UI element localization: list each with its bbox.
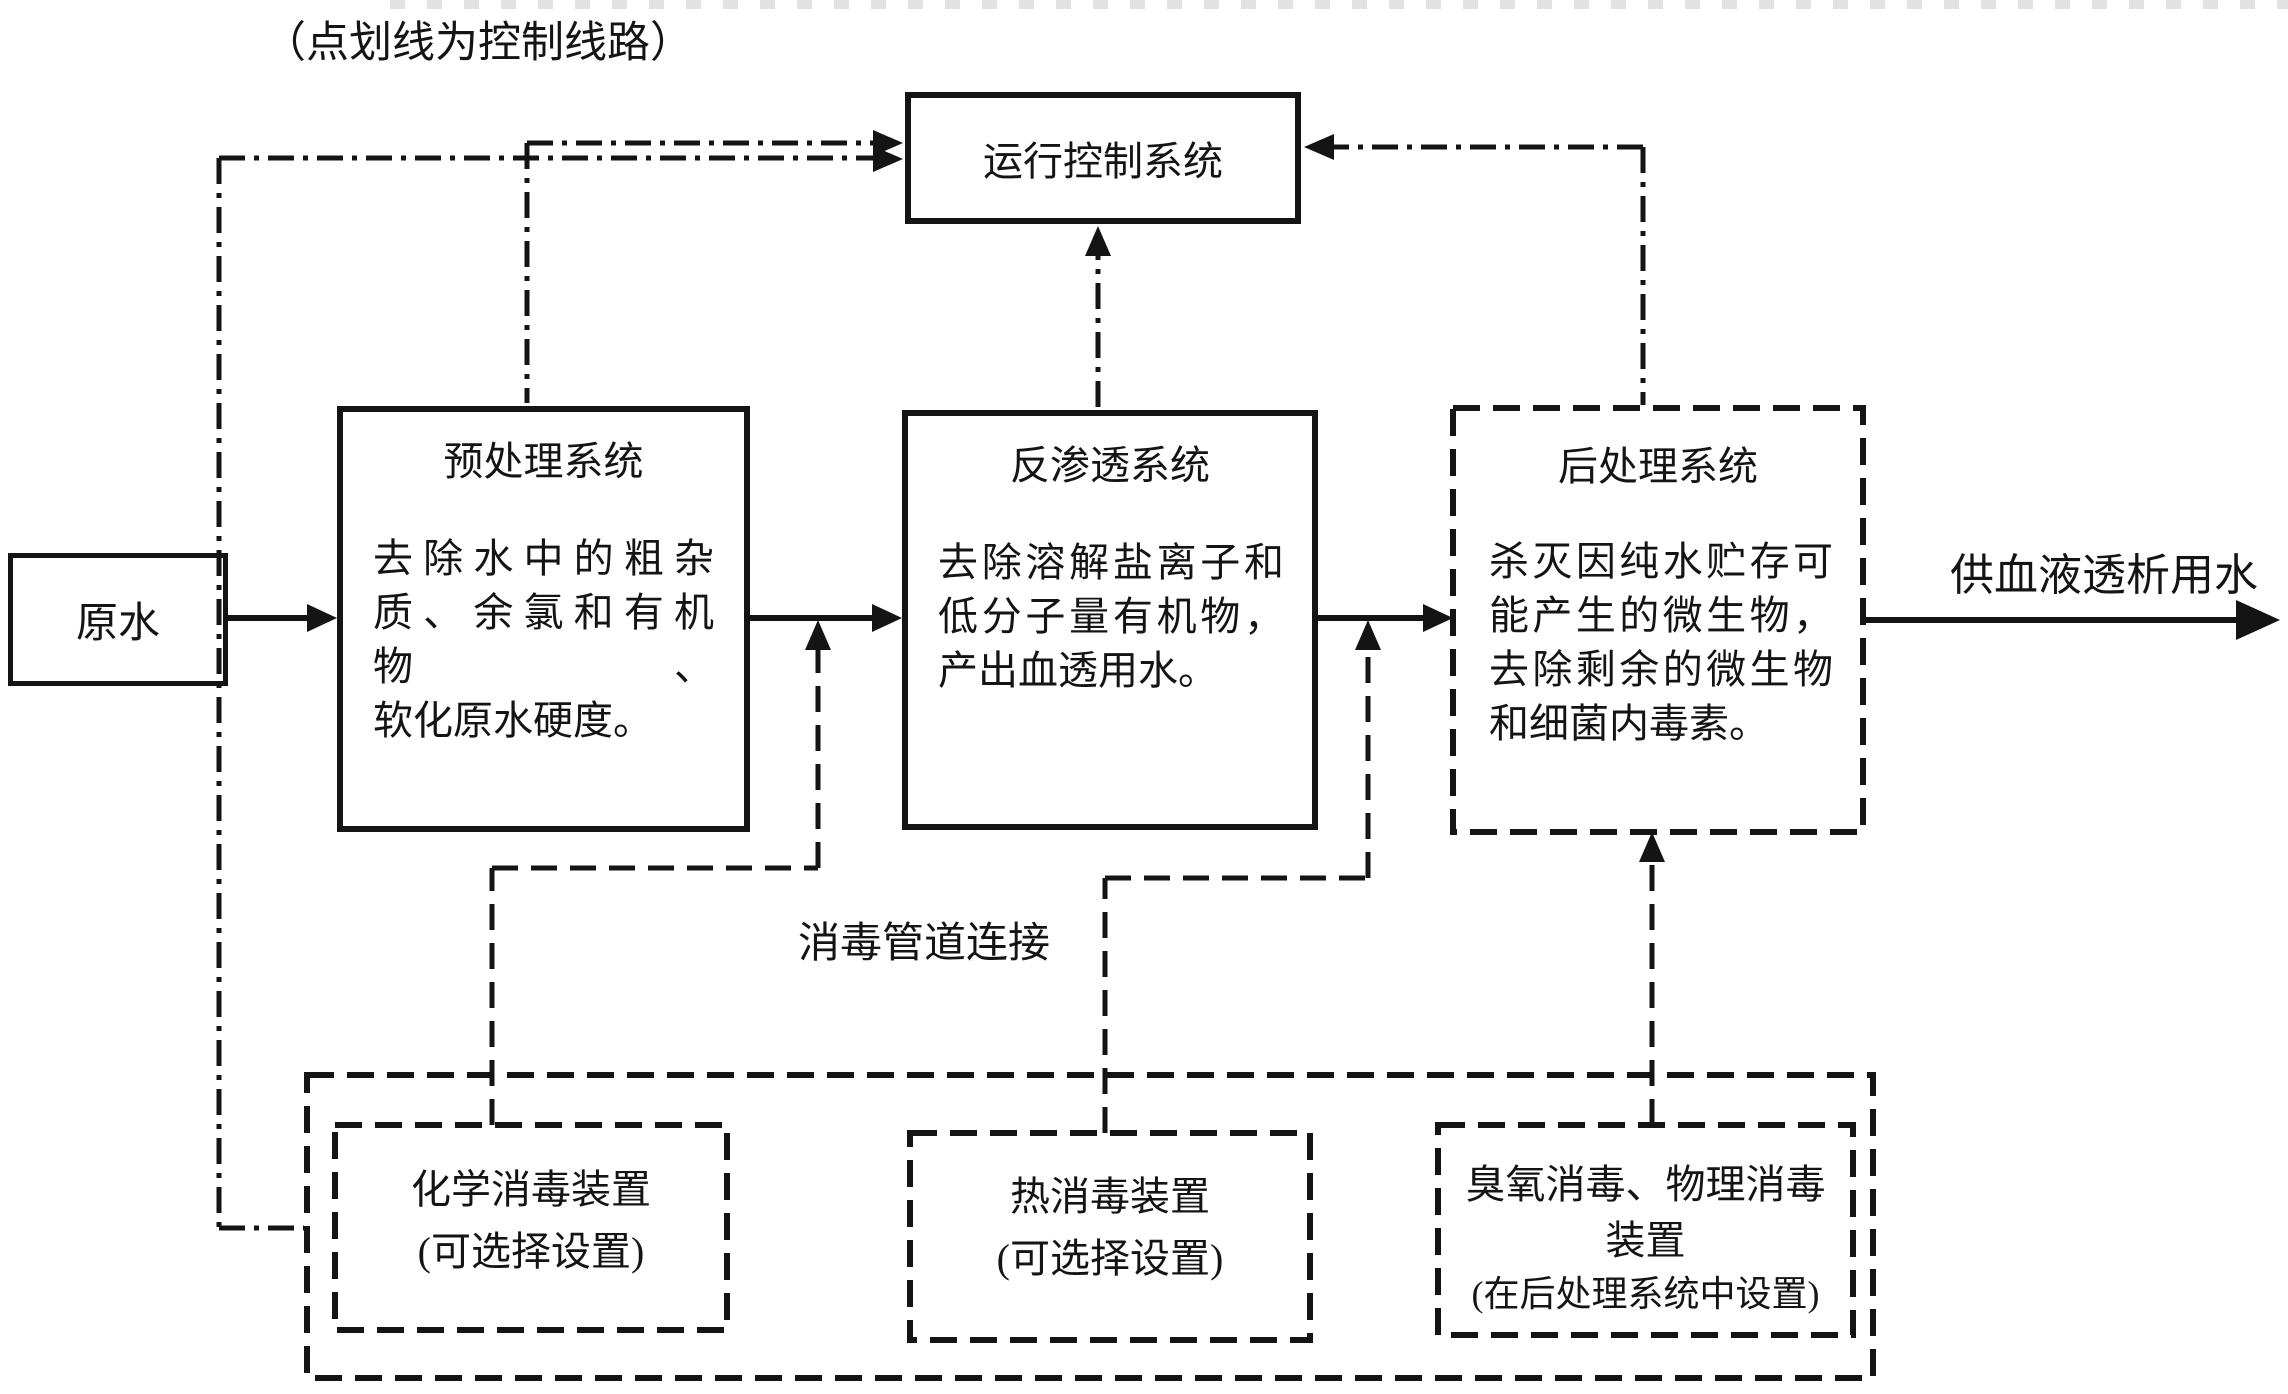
arrow-chemical-pipe [805,620,831,650]
arrow-control-right [1304,134,1334,160]
control-system-box: 运行控制系统 [905,92,1301,224]
raw-water-box: 原水 [8,553,228,686]
arrow-heat-pipe [1355,620,1381,650]
reverse-osmosis-body-line: 产出血透用水。 [938,648,1218,693]
pretreatment-body-line: 质、余氯和有机物、 [373,590,714,689]
reverse-osmosis-box: 反渗透系统 去除溶解盐离子和 低分子量有机物， 产出血透用水。 [902,410,1318,830]
chemical-disinfection-box: 化学消毒装置 (可选择设置) [335,1159,727,1283]
pretreatment-body-line: 去除水中的粗杂 [373,536,714,581]
post-treatment-body-line: 和细菌内毒素。 [1489,701,1769,746]
arrow-control-bottom [1085,226,1111,256]
pretreatment-box: 预处理系统 去除水中的粗杂 质、余氯和有机物、 软化原水硬度。 [337,406,750,832]
post-treatment-box: 后处理系统 杀灭因纯水贮存可 能产生的微生物， 去除剩余的微生物 和细菌内毒素。 [1453,408,1863,832]
pipe-connection-label: 消毒管道连接 [798,921,1051,967]
pretreatment-body-line: 软化原水硬度。 [373,698,653,743]
legend-note: （点划线为控制线路） [263,20,693,67]
post-treatment-title: 后处理系统 [1558,444,1758,489]
reverse-osmosis-body-line: 低分子量有机物， [938,594,1284,639]
chemical-disinfection-line2: (可选择设置) [417,1229,645,1274]
arrow-control-left-lower [873,146,903,172]
ozone-disinfection-line1: 臭氧消毒、物理消毒 [1465,1162,1826,1207]
post-treatment-body-line: 能产生的微生物， [1489,593,1833,638]
output-water-label: 供血液透析用水 [1950,551,2258,600]
pretreatment-title: 预处理系统 [443,439,644,484]
arrow-output [2236,600,2280,640]
raw-water-label: 原水 [75,601,160,647]
arrow-control-left-upper [873,130,903,156]
control-system-label: 运行控制系统 [983,139,1223,184]
ozone-disinfection-line2: 装置 [1605,1218,1686,1263]
clipped-top-text-artifact [390,0,2288,9]
reverse-osmosis-body-line: 去除溶解盐离子和 [938,540,1284,585]
arrow-into-pretreatment [307,604,337,632]
reverse-osmosis-title: 反渗透系统 [1010,443,1210,488]
post-treatment-body-line: 去除剩余的微生物 [1489,647,1833,692]
arrow-ozone-pipe [1639,832,1665,862]
post-treatment-body-line: 杀灭因纯水贮存可 [1489,539,1833,584]
heat-disinfection-line2: (可选择设置) [996,1236,1224,1281]
ozone-disinfection-line3: (在后处理系统中设置) [1471,1274,1820,1314]
arrow-into-reverse-osmosis [872,604,902,632]
arrow-into-post-treatment [1423,604,1453,632]
heat-disinfection-line1: 热消毒装置 [1010,1174,1210,1219]
chemical-disinfection-line1: 化学消毒装置 [411,1167,651,1212]
heat-disinfection-box: 热消毒装置 (可选择设置) [910,1166,1310,1290]
ozone-disinfection-box: 臭氧消毒、物理消毒 装置 (在后处理系统中设置) [1438,1157,1853,1319]
